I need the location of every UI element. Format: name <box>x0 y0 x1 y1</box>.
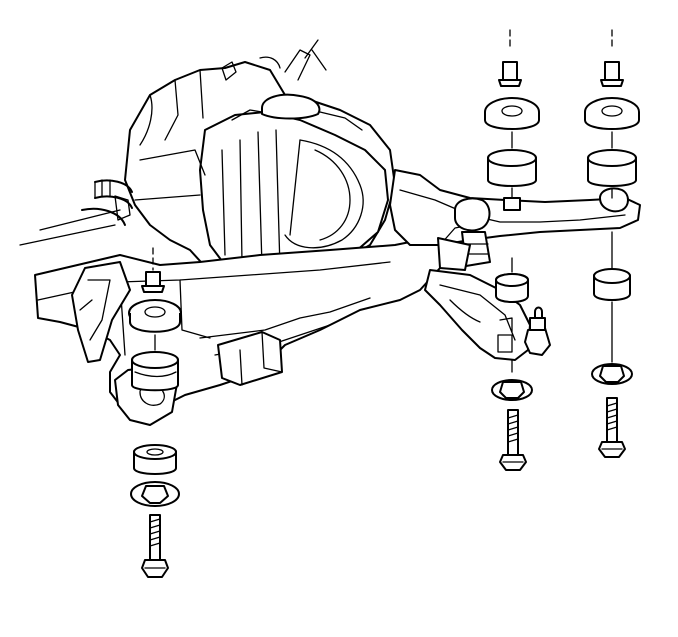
retainer <box>145 271 161 287</box>
ball-joint <box>497 306 551 356</box>
engine-transmission-assembly <box>19 39 396 281</box>
left-front-mount-stack <box>128 247 182 578</box>
far-right-mount-stack <box>584 29 640 458</box>
right-front-mount-stack <box>484 29 540 471</box>
front-subframe-crossmember <box>34 224 501 426</box>
